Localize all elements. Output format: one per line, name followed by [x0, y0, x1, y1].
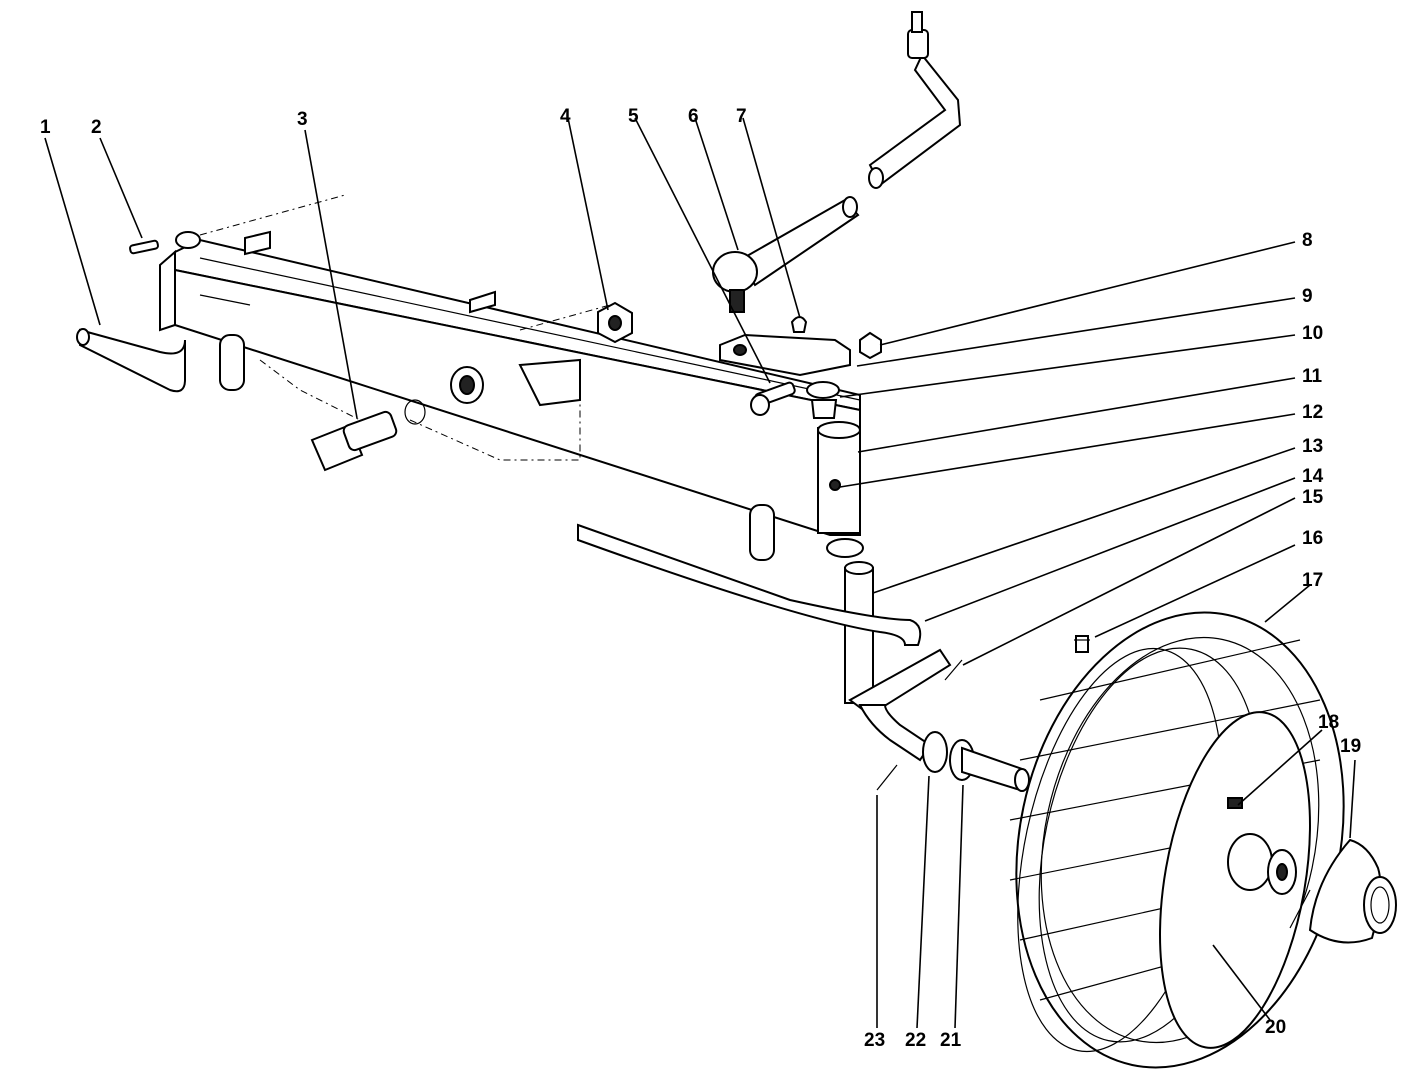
part-1-rod	[79, 328, 186, 393]
callout-9: 9	[1302, 286, 1313, 307]
part-8-nut	[859, 331, 882, 360]
callout-20: 20	[1265, 1017, 1286, 1038]
part-19-hub-cap	[1289, 838, 1397, 944]
axle-beam	[159, 194, 861, 536]
callout-2: 2	[91, 117, 102, 138]
callout-labels: 1 2 3 4 5 6 7 8 9 10 11 12 13 14 15 16 1…	[40, 106, 1361, 1051]
callout-14: 14	[1302, 466, 1324, 487]
part-2-pin	[129, 239, 159, 255]
callout-16: 16	[1302, 528, 1323, 549]
part-13-spindle	[844, 561, 952, 762]
part-21-spacer	[949, 739, 1030, 792]
callout-23: 23	[864, 1030, 885, 1051]
callout-7: 7	[736, 106, 747, 127]
part-14-tie-rod	[577, 523, 922, 646]
part-22-washer	[922, 731, 948, 773]
callout-13: 13	[1302, 436, 1323, 457]
part-7-key	[790, 316, 808, 333]
part-10-washer	[806, 381, 840, 399]
callout-15: 15	[1302, 487, 1324, 508]
callout-17: 17	[1302, 570, 1323, 591]
part-11-bushing	[810, 399, 838, 419]
callout-18: 18	[1318, 712, 1339, 733]
part-15-cotter-pin	[944, 659, 963, 681]
callout-22: 22	[905, 1030, 926, 1051]
lower-bosses	[219, 334, 775, 561]
callout-4: 4	[560, 106, 571, 127]
part-23-cotter-pin	[876, 764, 898, 791]
callout-5: 5	[628, 106, 639, 127]
callout-21: 21	[940, 1030, 962, 1051]
callout-1: 1	[40, 117, 51, 138]
part-16-grease-fitting	[1074, 635, 1090, 653]
callout-3: 3	[297, 109, 308, 130]
callout-6: 6	[688, 106, 699, 127]
callout-10: 10	[1302, 323, 1323, 344]
part-12-spindle-housing	[817, 421, 864, 558]
callout-12: 12	[1302, 402, 1323, 423]
part-3-pivot-bolt	[310, 366, 484, 472]
part-6-ball-joint	[712, 251, 758, 313]
drag-link	[738, 11, 962, 287]
part-18-valve-stem	[1227, 797, 1243, 809]
part-4-nut	[597, 301, 633, 344]
part-20-wheel-rim	[1159, 711, 1311, 1049]
callout-19: 19	[1340, 736, 1361, 757]
part-5-steering-arm	[719, 333, 851, 416]
leader-lines	[44, 117, 1356, 1029]
callout-8: 8	[1302, 230, 1313, 251]
callout-11: 11	[1302, 366, 1323, 387]
